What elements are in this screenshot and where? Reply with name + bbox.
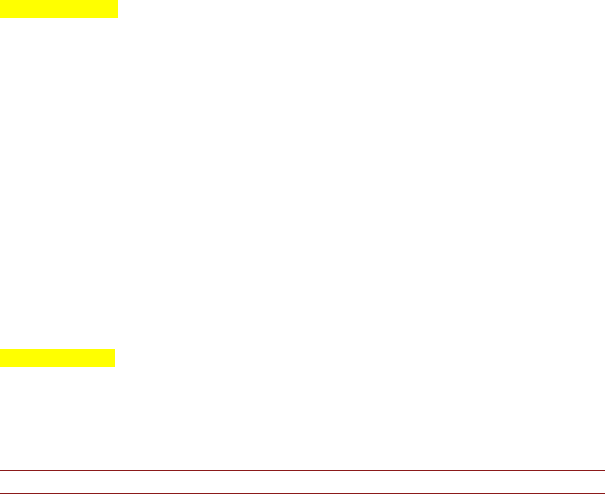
highlight-bar-bottom <box>0 349 115 367</box>
highlight-bar-top <box>0 0 118 18</box>
footer-rule-top <box>0 470 605 471</box>
footer-rule-bottom <box>0 493 605 494</box>
